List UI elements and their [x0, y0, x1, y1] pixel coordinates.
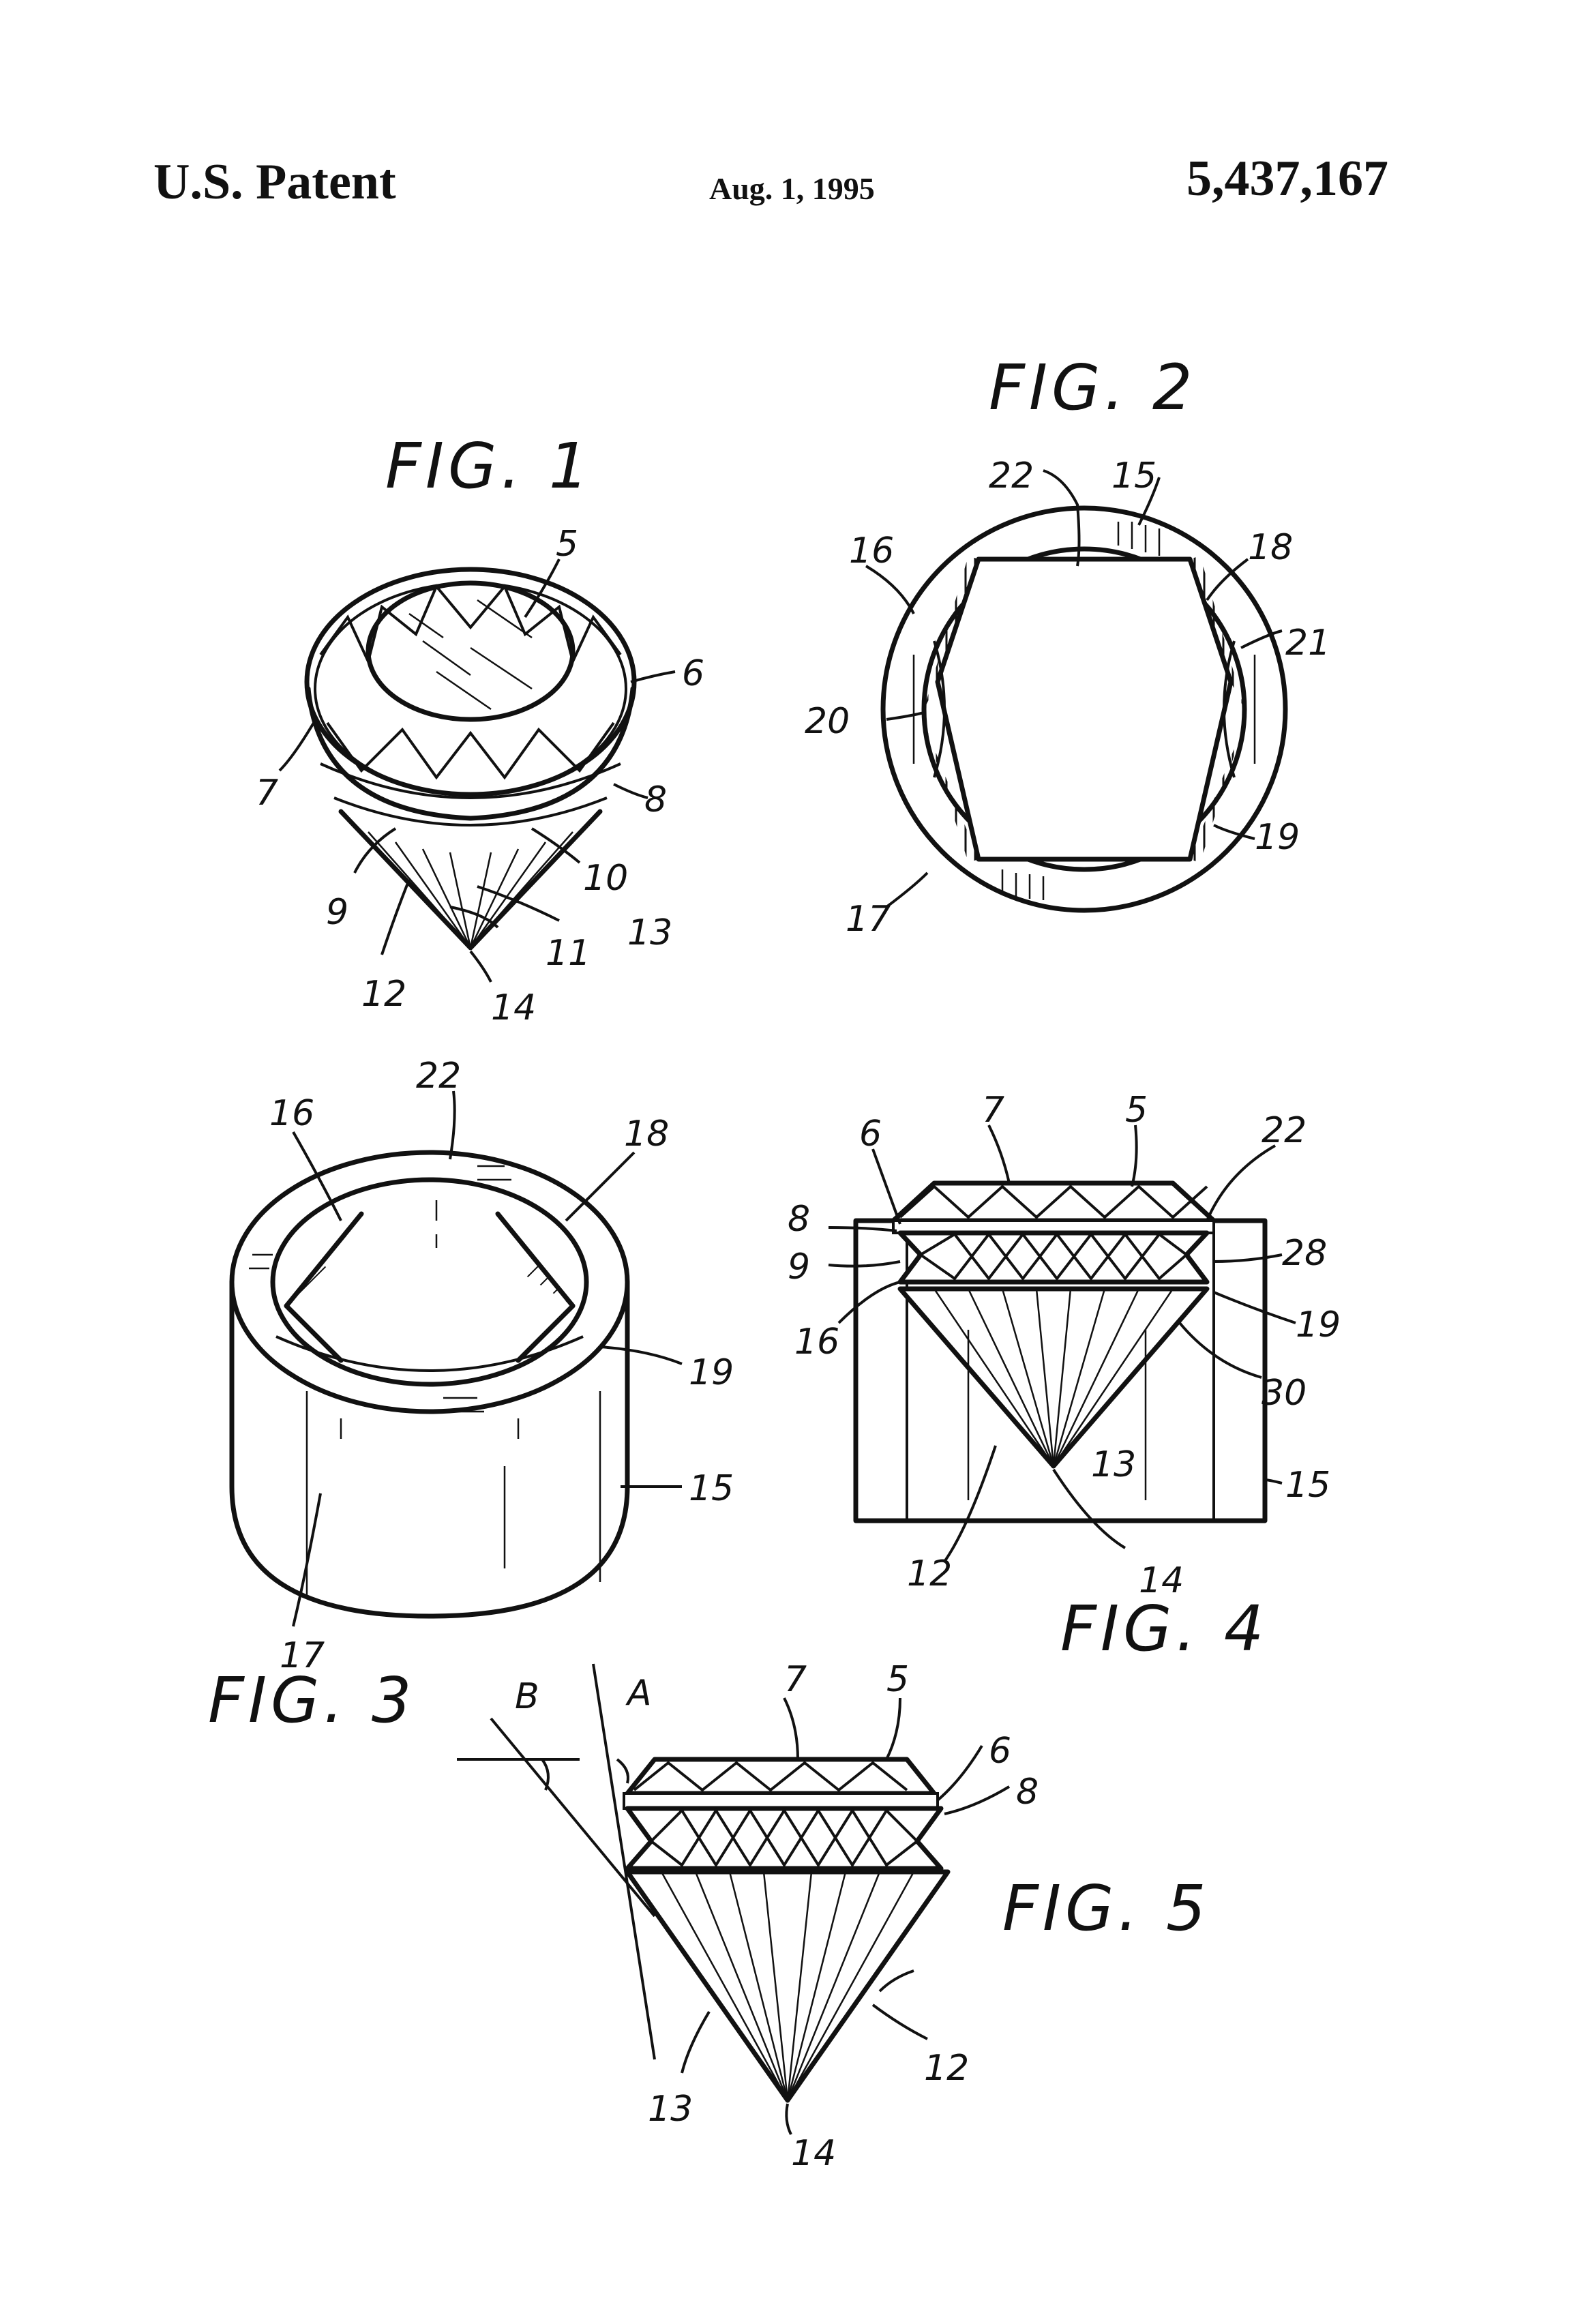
svg-text:22: 22: [416, 1056, 461, 1097]
fig1-title: FIG. 1: [385, 430, 593, 503]
fig2-bore-profile: [935, 556, 1234, 862]
svg-text:12: 12: [361, 974, 406, 1015]
fig5-title: FIG. 5: [1002, 1872, 1210, 1945]
svg-text:21: 21: [1285, 623, 1330, 664]
fig4-title: FIG. 4: [1060, 1592, 1268, 1665]
svg-text:17: 17: [846, 899, 891, 940]
svg-text:7: 7: [784, 1659, 807, 1700]
svg-text:6: 6: [682, 653, 704, 694]
svg-text:5: 5: [886, 1659, 909, 1700]
svg-text:18: 18: [624, 1114, 669, 1154]
svg-text:5: 5: [556, 524, 578, 565]
svg-text:22: 22: [989, 456, 1034, 496]
fig2-title: FIG. 2: [989, 351, 1196, 424]
svg-text:28: 28: [1282, 1233, 1327, 1274]
svg-text:9: 9: [788, 1247, 810, 1287]
svg-text:19: 19: [1255, 817, 1300, 858]
svg-text:5: 5: [1125, 1090, 1148, 1131]
svg-text:12: 12: [924, 2048, 969, 2089]
fig2-ring-outer: [880, 505, 1288, 913]
svg-text:8: 8: [788, 1199, 810, 1240]
svg-text:18: 18: [1248, 527, 1293, 568]
svg-text:14: 14: [1139, 1560, 1184, 1601]
svg-text:A: A: [625, 1673, 652, 1714]
svg-text:19: 19: [1296, 1305, 1341, 1345]
svg-text:13: 13: [1091, 1444, 1136, 1485]
fig4-pavilion: [897, 1286, 1210, 1469]
svg-text:14: 14: [491, 987, 536, 1028]
svg-text:16: 16: [849, 531, 894, 571]
svg-text:13: 13: [648, 2089, 693, 2130]
svg-text:9: 9: [326, 892, 348, 933]
svg-text:15: 15: [1111, 456, 1156, 496]
svg-text:8: 8: [1016, 1772, 1039, 1813]
fig1-table: [365, 580, 576, 722]
figure-2: FIG. 2: [805, 351, 1330, 940]
svg-text:B: B: [515, 1676, 539, 1717]
patent-date: Aug. 1, 1995: [709, 171, 875, 206]
svg-text:8: 8: [644, 779, 667, 820]
svg-text:16: 16: [794, 1322, 839, 1362]
svg-text:17: 17: [280, 1635, 325, 1676]
patent-number: 5,437,167: [1186, 151, 1388, 207]
figure-1: FIG. 1: [256, 430, 704, 1028]
fig3-cylinder-wall: [229, 1279, 630, 1619]
svg-text:10: 10: [583, 858, 628, 899]
fig5-pavilion: [625, 1869, 951, 2103]
figure-4: FIG. 4: [788, 1090, 1341, 1665]
svg-text:19: 19: [689, 1352, 734, 1393]
svg-text:15: 15: [689, 1468, 734, 1509]
svg-text:22: 22: [1262, 1110, 1307, 1151]
figure-3: FIG. 3: [208, 1056, 734, 1737]
svg-text:7: 7: [982, 1090, 1004, 1131]
svg-text:15: 15: [1285, 1465, 1330, 1506]
patent-title: U.S. Patent: [153, 154, 396, 210]
svg-text:14: 14: [791, 2133, 836, 2174]
svg-text:11: 11: [546, 933, 591, 974]
figure-5: FIG. 5: [457, 1659, 1210, 2174]
svg-text:30: 30: [1262, 1373, 1307, 1414]
svg-text:13: 13: [627, 912, 672, 953]
svg-text:16: 16: [269, 1093, 314, 1134]
svg-text:6: 6: [989, 1731, 1011, 1772]
fig3-cylinder-bore: [270, 1177, 589, 1387]
svg-text:12: 12: [907, 1553, 952, 1594]
svg-text:6: 6: [859, 1114, 882, 1154]
svg-text:7: 7: [256, 773, 278, 814]
svg-text:20: 20: [805, 701, 850, 742]
fig3-cylinder-top: [229, 1150, 630, 1414]
fig3-title: FIG. 3: [208, 1664, 415, 1737]
